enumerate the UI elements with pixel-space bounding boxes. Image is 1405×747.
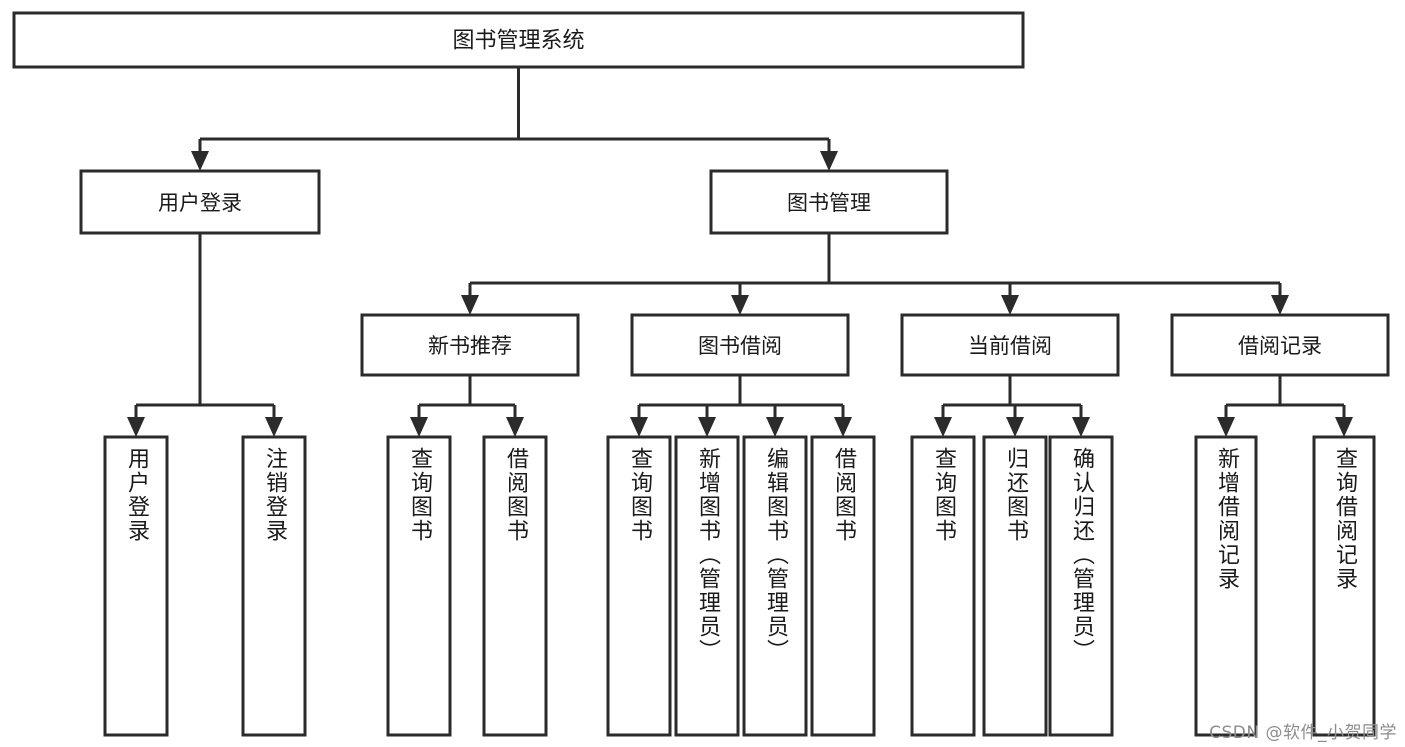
leaf-node-leaf-query-book-3[interactable] <box>910 435 976 737</box>
arrow-head-book-manage <box>820 151 838 171</box>
node-new-book-rec[interactable]: 新书推荐 <box>360 313 580 377</box>
arrow-head-leaf-confirm-return <box>1072 417 1090 437</box>
leaf-rect <box>103 435 169 737</box>
level3-node-label: 借阅记录 <box>1238 334 1322 358</box>
arrow-head-leaf-query-book-3 <box>934 417 952 437</box>
leaf-node-leaf-user-logout[interactable] <box>241 435 307 737</box>
arrow-head-book-borrow <box>731 295 749 315</box>
leaf-rect <box>1194 435 1258 737</box>
node-book-borrow[interactable]: 图书借阅 <box>630 313 850 377</box>
level3-node-rect <box>900 313 1120 377</box>
leaf-node-leaf-query-book-1[interactable] <box>386 435 452 737</box>
arrow-head-leaf-user-login <box>127 417 145 437</box>
level2-node-label: 图书管理 <box>787 191 871 215</box>
arrow-head-borrow-record <box>1271 295 1289 315</box>
arrow-head-leaf-return-book <box>1006 417 1024 437</box>
node-current-borrow[interactable]: 当前借阅 <box>900 313 1120 377</box>
leaf-node-leaf-return-book[interactable] <box>982 435 1048 737</box>
leaf-node-leaf-add-book[interactable] <box>674 435 740 737</box>
arrow-head-leaf-borrow-book-1 <box>506 417 524 437</box>
leaf-node-leaf-add-record[interactable] <box>1194 435 1258 737</box>
arrow-head-leaf-query-book-2 <box>630 417 648 437</box>
arrow-head-leaf-user-logout <box>265 417 283 437</box>
level2-node-rect <box>79 169 321 235</box>
node-borrow-record[interactable]: 借阅记录 <box>1170 313 1390 377</box>
node-user-login[interactable]: 用户登录 <box>79 169 321 235</box>
watermark-label: CSDN @软件_小贺同学 <box>1209 723 1397 743</box>
level3-node-label: 新书推荐 <box>428 334 512 358</box>
leaf-rect <box>1048 435 1114 737</box>
leaf-rect <box>482 435 548 737</box>
leaf-rect <box>241 435 307 737</box>
leaf-node-leaf-borrow-book-2[interactable] <box>810 435 876 737</box>
root-node-label: 图书管理系统 <box>452 29 584 54</box>
level2-node-rect <box>709 169 949 235</box>
node-root[interactable]: 图书管理系统 <box>12 11 1025 69</box>
arrow-head-current-borrow <box>1001 295 1019 315</box>
level2-node-label: 用户登录 <box>158 191 242 215</box>
leaf-node-leaf-borrow-book-1[interactable] <box>482 435 548 737</box>
arrow-head-leaf-add-record <box>1217 417 1235 437</box>
edge-layer <box>127 67 1353 437</box>
leaf-rect <box>810 435 876 737</box>
arrow-head-leaf-add-book <box>698 417 716 437</box>
leaf-rect <box>910 435 976 737</box>
level3-node-label: 当前借阅 <box>968 334 1052 358</box>
arrow-head-leaf-edit-book <box>766 417 784 437</box>
root-node-rect <box>12 11 1025 69</box>
leaf-node-leaf-user-login[interactable] <box>103 435 169 737</box>
leaf-rect <box>606 435 672 737</box>
level3-node-label: 图书借阅 <box>698 334 782 358</box>
level3-node-rect <box>630 313 850 377</box>
level3-node-rect <box>1170 313 1390 377</box>
leaf-rect <box>742 435 808 737</box>
leaf-rect <box>386 435 452 737</box>
leaf-rect <box>982 435 1048 737</box>
arrow-head-new-book-rec <box>461 295 479 315</box>
level3-node-rect <box>360 313 580 377</box>
leaf-node-leaf-edit-book[interactable] <box>742 435 808 737</box>
arrow-head-leaf-query-record <box>1335 417 1353 437</box>
node-book-manage[interactable]: 图书管理 <box>709 169 949 235</box>
leaf-rect <box>1312 435 1376 737</box>
arrow-head-user-login <box>191 151 209 171</box>
leaf-node-leaf-query-record[interactable] <box>1312 435 1376 737</box>
arrow-head-leaf-query-book-1 <box>410 417 428 437</box>
leaf-node-leaf-query-book-2[interactable] <box>606 435 672 737</box>
leaf-node-leaf-confirm-return[interactable] <box>1048 435 1114 737</box>
leaf-rect <box>674 435 740 737</box>
arrow-head-leaf-borrow-book-2 <box>834 417 852 437</box>
